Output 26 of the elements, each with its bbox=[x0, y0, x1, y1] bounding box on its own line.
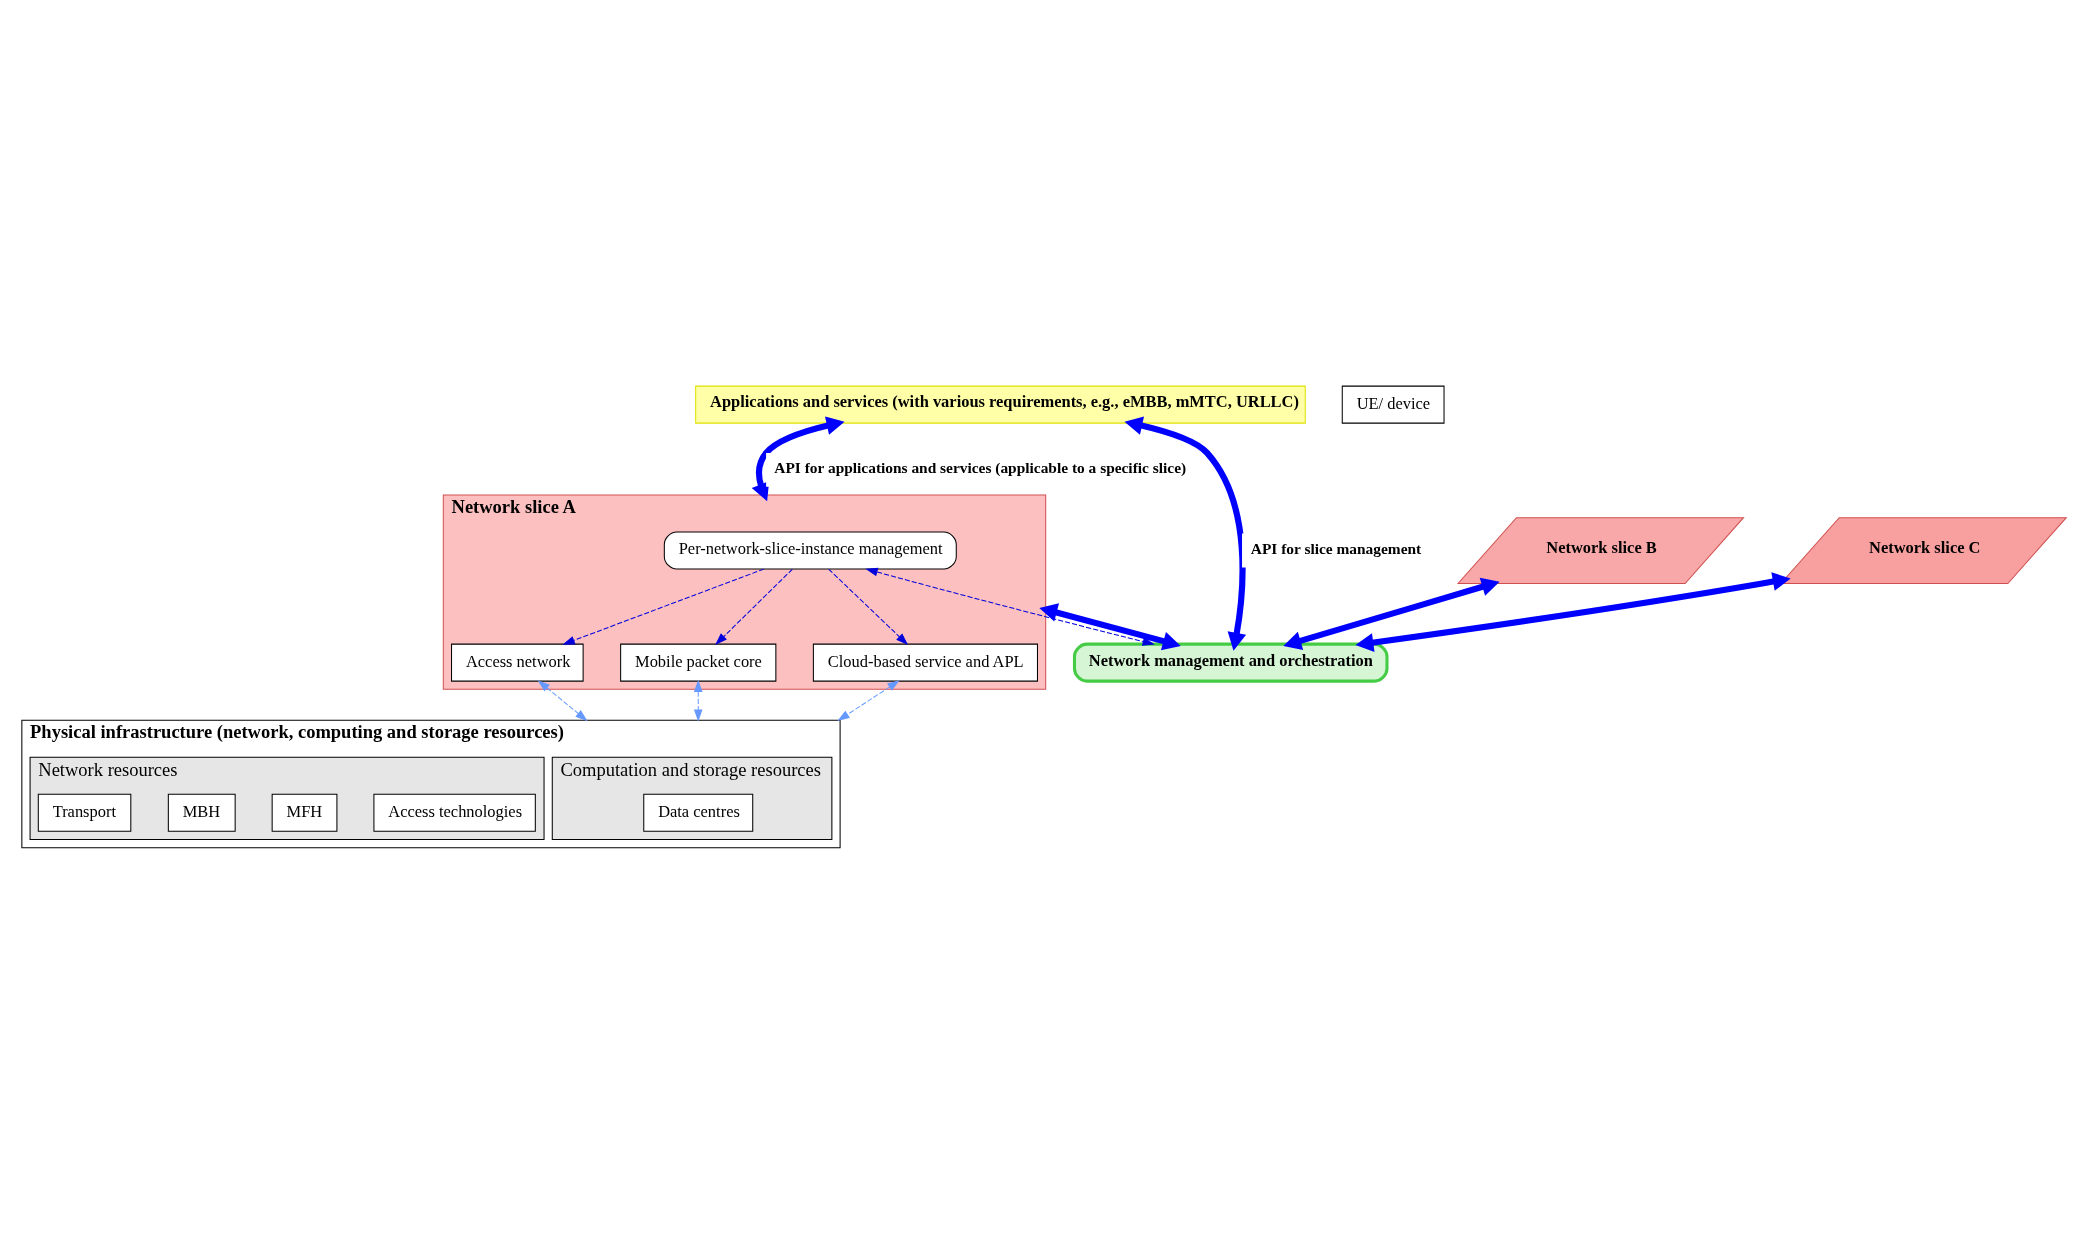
arrow bbox=[715, 568, 793, 646]
arrow bbox=[1039, 603, 1181, 651]
arrow bbox=[837, 680, 900, 722]
node-box: Mobile packet core bbox=[620, 643, 777, 682]
arrow bbox=[751, 416, 845, 502]
edge-label: API for applications and services (applicable to a specific slice) bbox=[774, 458, 1187, 476]
arrow bbox=[693, 679, 703, 722]
edge-label: API for slice management bbox=[1250, 539, 1422, 557]
node-box: Transport bbox=[37, 793, 132, 832]
arrow bbox=[828, 568, 909, 646]
arrow bbox=[865, 567, 1155, 646]
node-box: MBH bbox=[167, 793, 236, 832]
node-box: UE/ device bbox=[1341, 385, 1445, 424]
node-box: Applications and services (with various requirements, e.g., eMBB, mMTC, URLLC) bbox=[695, 385, 1306, 424]
arrow bbox=[1355, 572, 1791, 652]
node-box: Access network bbox=[451, 643, 584, 682]
node-box: Cloud-based service and APL bbox=[812, 643, 1038, 682]
arrow bbox=[537, 680, 588, 722]
node-box: Network management and orchestration bbox=[1072, 642, 1389, 683]
node-box: Data centres bbox=[643, 793, 754, 832]
arrow bbox=[562, 568, 765, 645]
node-box: Per-network-slice-instance management bbox=[663, 531, 957, 570]
node-box: MFH bbox=[271, 793, 338, 832]
arrow bbox=[1124, 416, 1247, 651]
arrow bbox=[1283, 577, 1500, 650]
node-box: Access technologies bbox=[373, 793, 536, 832]
